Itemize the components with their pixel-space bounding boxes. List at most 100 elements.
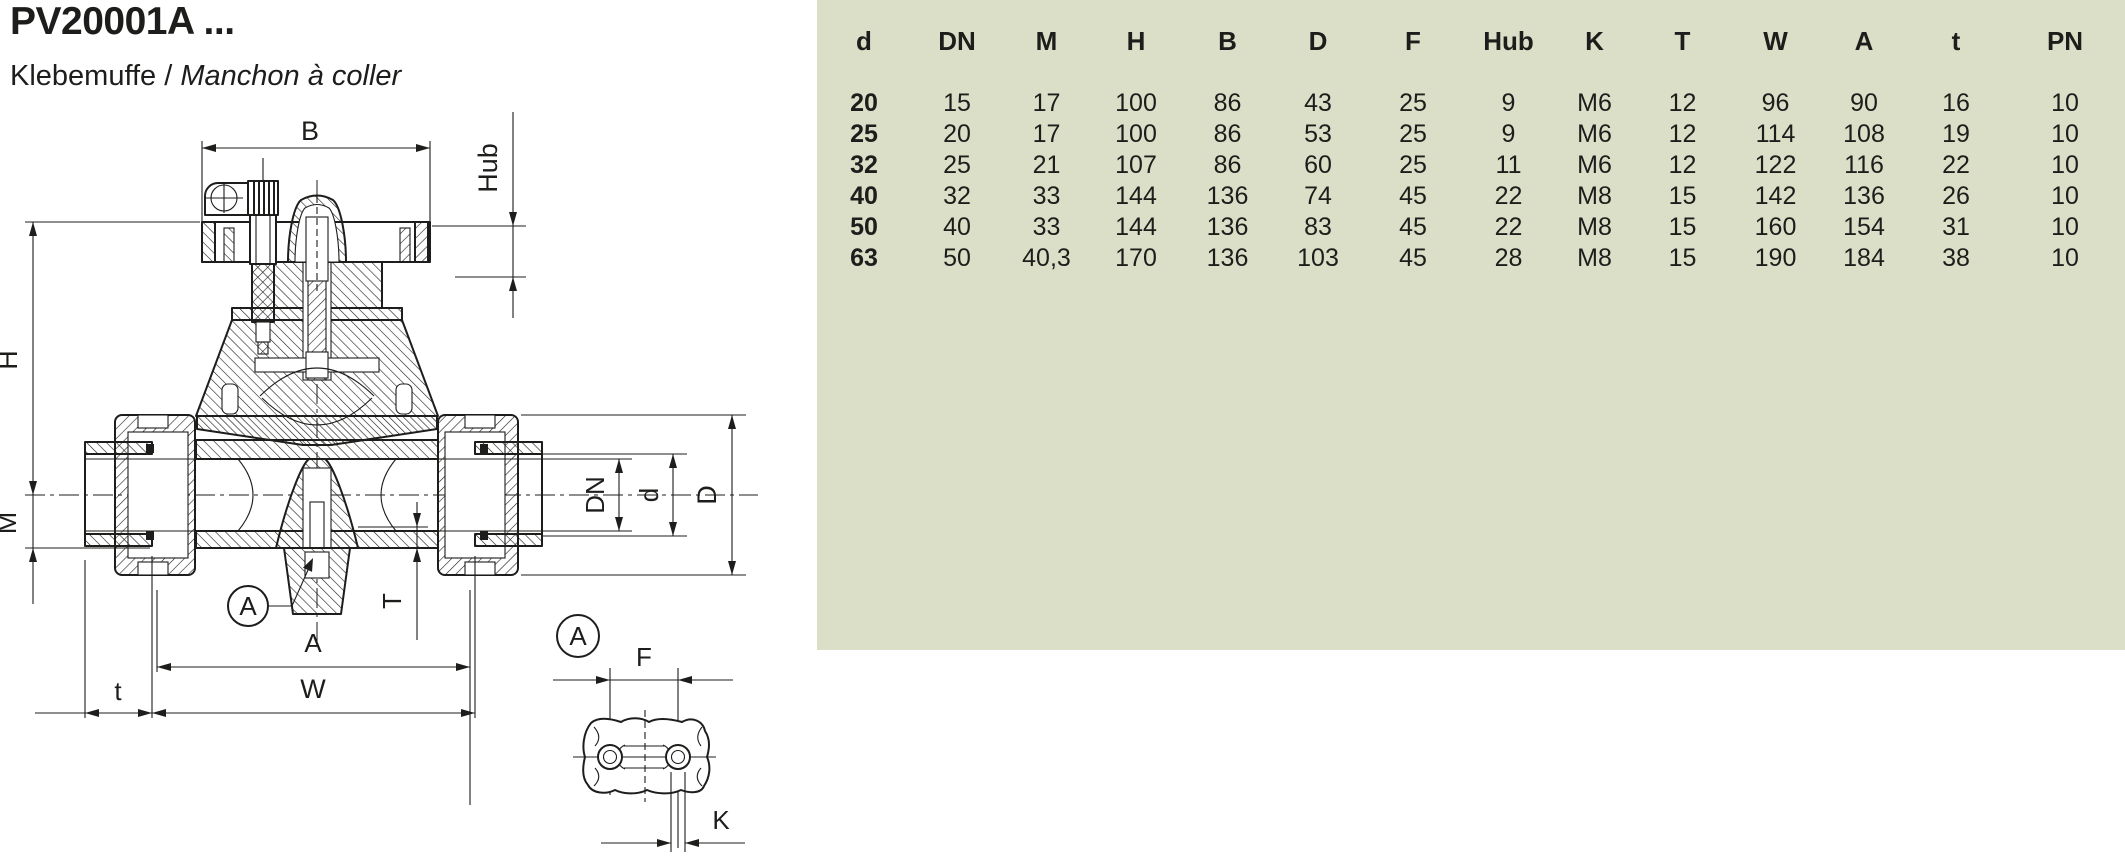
dim-label-f: F	[636, 642, 652, 672]
table-cell: 9	[1501, 120, 1516, 148]
table-cell: 25	[943, 151, 971, 179]
table-cell: 10	[2051, 120, 2079, 148]
table-cell: 15	[1668, 182, 1697, 210]
table-cell: 108	[1843, 120, 1885, 148]
table-cell: 45	[1399, 182, 1427, 210]
table-cell: M8	[1577, 182, 1612, 210]
dim-label-w: W	[300, 674, 326, 704]
table-cell: 33	[1032, 213, 1061, 241]
table-col-header-5: D	[1308, 26, 1328, 56]
table-cell: 100	[1115, 89, 1157, 117]
title-block: PV20001A ... Klebemuffe / Manchon à coll…	[10, 0, 401, 92]
table-cell: 90	[1850, 89, 1878, 117]
dim-label-h: H	[0, 350, 23, 370]
table-col-header-1: DN	[938, 26, 976, 56]
table-cell: 40	[943, 213, 971, 241]
table-cell: 53	[1304, 120, 1332, 148]
dim-label-d: d	[634, 488, 664, 502]
table-cell: 25	[1399, 151, 1427, 179]
table-cell: M6	[1577, 120, 1612, 148]
detail-view-a: A F K	[553, 614, 745, 852]
table-cell: M8	[1577, 213, 1612, 241]
table-cell: 86	[1213, 89, 1242, 117]
pipe-socket-left	[84, 441, 196, 547]
table-col-header-9: T	[1674, 26, 1691, 56]
table-cell: 74	[1304, 182, 1332, 210]
table-cell: 154	[1843, 213, 1885, 241]
table-col-header-11: A	[1854, 26, 1874, 56]
table-cell: 103	[1297, 244, 1339, 272]
valve-technical-drawing: B Hub H M T	[0, 112, 758, 852]
table-cell: 63	[850, 244, 878, 272]
detail-callout-main: A	[227, 558, 313, 627]
dimension-dn-d-outer: DN d D	[521, 414, 746, 576]
table-cell: 190	[1754, 244, 1797, 272]
dim-label-d-outer: D	[692, 485, 722, 505]
dimension-b: B	[201, 116, 431, 222]
table-cell: 22	[1494, 213, 1523, 241]
table-cell: 86	[1213, 151, 1242, 179]
table-cell: 136	[1206, 182, 1249, 210]
table-cell: 25	[850, 120, 878, 148]
table-cell: 114	[1755, 120, 1796, 148]
dim-label-m: M	[0, 512, 22, 535]
table-cell: 31	[1942, 213, 1970, 241]
table-cell: 17	[1032, 89, 1061, 117]
table-cell: 116	[1844, 151, 1884, 179]
table-cell: 144	[1115, 213, 1157, 241]
table-cell: 32	[943, 182, 971, 210]
table-cell: 136	[1206, 213, 1249, 241]
table-cell: 50	[943, 244, 971, 272]
table-cell: 50	[850, 213, 878, 241]
table-col-header-7: Hub	[1483, 26, 1534, 56]
table-cell: 33	[1032, 182, 1061, 210]
pipe-socket-right	[438, 441, 632, 547]
table-cell: 26	[1942, 182, 1970, 210]
table-cell: 43	[1304, 89, 1332, 117]
table-cell: 25	[1399, 89, 1427, 117]
table-cell: 28	[1494, 244, 1523, 272]
table-cell: 22	[1494, 182, 1523, 210]
table-cell: 10	[2051, 151, 2079, 179]
table-cell: 15	[943, 89, 971, 117]
table-cell: 184	[1843, 244, 1885, 272]
dimension-t-depth: T	[377, 502, 421, 640]
dim-label-k: K	[712, 805, 730, 835]
table-cell: M8	[1577, 244, 1612, 272]
table-cell: 122	[1754, 151, 1797, 179]
table-cell: 15	[1668, 213, 1697, 241]
stem-dome-cap	[287, 194, 347, 292]
table-cell: 136	[1843, 182, 1885, 210]
table-cell: 22	[1942, 151, 1970, 179]
table-col-header-10: W	[1763, 26, 1788, 56]
table-cell: 83	[1304, 213, 1332, 241]
table-col-header-12: t	[1951, 26, 1961, 56]
table-cell: 10	[2051, 244, 2079, 272]
table-col-header-2: M	[1035, 26, 1058, 56]
table-cell: 12	[1668, 151, 1697, 179]
table-cell: 142	[1754, 182, 1797, 210]
table-col-header-0: d	[856, 26, 872, 56]
table-cell: 12	[1668, 89, 1697, 117]
table-col-header-3: H	[1126, 26, 1146, 56]
table-col-header-6: F	[1405, 26, 1421, 56]
page-title: PV20001A ...	[10, 0, 235, 43]
table-cell: 17	[1032, 120, 1061, 148]
union-nut-left	[114, 414, 196, 576]
table-cell: 15	[1668, 244, 1697, 272]
table-col-header-8: K	[1585, 26, 1604, 56]
table-cell: 60	[1304, 151, 1332, 179]
table-col-header-4: B	[1218, 26, 1237, 56]
table-col-header-13: PN	[2046, 26, 2084, 56]
table-cell: 19	[1942, 120, 1970, 148]
